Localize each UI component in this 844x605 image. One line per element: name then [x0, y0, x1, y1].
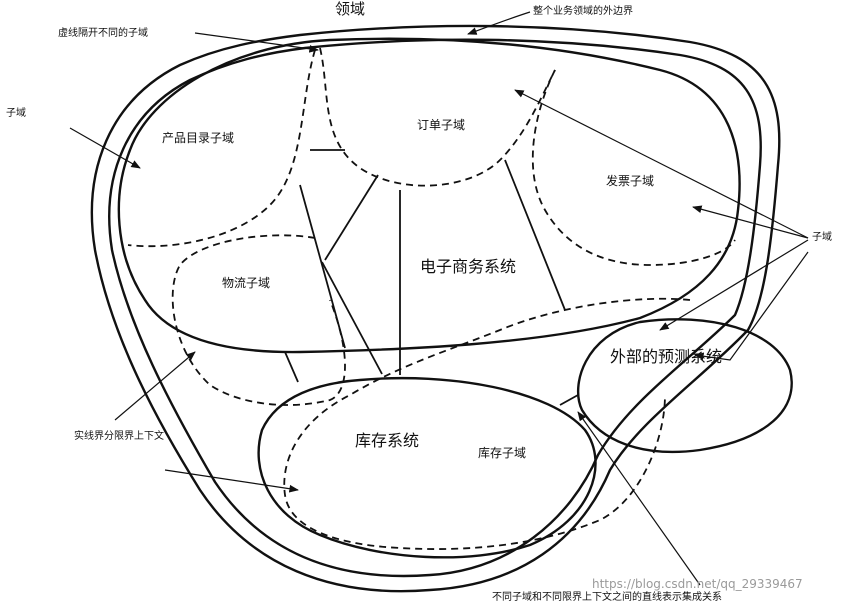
arrow-subdomain-order	[514, 89, 809, 239]
subdomain-invoice-boundary	[531, 69, 736, 266]
integration-line	[284, 351, 299, 383]
arrow-subdomain-forecast	[659, 239, 809, 331]
integration-line	[559, 394, 579, 406]
annotation-subdomain-left: 子域	[6, 106, 26, 119]
subdomain-label-order: 订单子域	[417, 118, 465, 132]
context-inventory-boundary	[257, 377, 597, 559]
annotation-dashed-separator: 虚线隔开不同的子域	[58, 26, 148, 39]
domain-title: 领域	[335, 0, 365, 18]
annotation-domain-boundary: 整个业务领域的外边界	[533, 4, 633, 17]
watermark: https://blog.csdn.net/qq_29339467	[592, 577, 803, 591]
context-external-forecast-boundary	[577, 318, 793, 454]
arrow-subdomain-inventory	[694, 251, 809, 361]
domain-inner-boundary	[108, 38, 762, 578]
annotation-solid-boundary: 实线界分限界上下文	[74, 429, 164, 442]
subdomain-catalog-boundary	[127, 49, 316, 248]
subdomain-inventory-boundary	[283, 297, 691, 550]
integration-line	[299, 184, 346, 349]
arrow-dashed-separator	[194, 32, 319, 53]
annotation-integration-note: 不同子域和不同限界上下文之间的直线表示集成关系	[492, 590, 722, 603]
domain-outer-boundary	[90, 24, 781, 593]
subdomain-label-product-catalog: 产品目录子域	[162, 131, 234, 145]
context-label-inventory-system: 库存系统	[355, 431, 419, 450]
integration-line	[324, 174, 379, 261]
integration-line	[504, 159, 566, 311]
integration-line	[321, 261, 383, 375]
subdomain-label-inventory: 库存子域	[478, 445, 526, 460]
arrow-integration-note	[577, 411, 701, 586]
context-label-external-forecast: 外部的预测系统	[610, 347, 722, 366]
arrow-subdomain-invoice	[692, 205, 809, 239]
subdomain-label-invoice: 发票子域	[606, 173, 654, 188]
context-ecommerce-boundary	[117, 37, 741, 354]
subdomain-logistics-boundary	[171, 234, 346, 406]
arrow-inventory-dashed	[164, 469, 299, 493]
context-label-ecommerce: 电子商务系统	[420, 257, 516, 276]
subdomain-order-boundary	[319, 47, 556, 187]
arrow-domain-boundary	[467, 11, 531, 35]
annotation-subdomain-right: 子域	[812, 230, 832, 243]
subdomain-label-logistics: 物流子域	[222, 276, 270, 290]
arrow-solid-boundary	[114, 351, 196, 421]
arrow-subdomain-left	[69, 127, 141, 169]
